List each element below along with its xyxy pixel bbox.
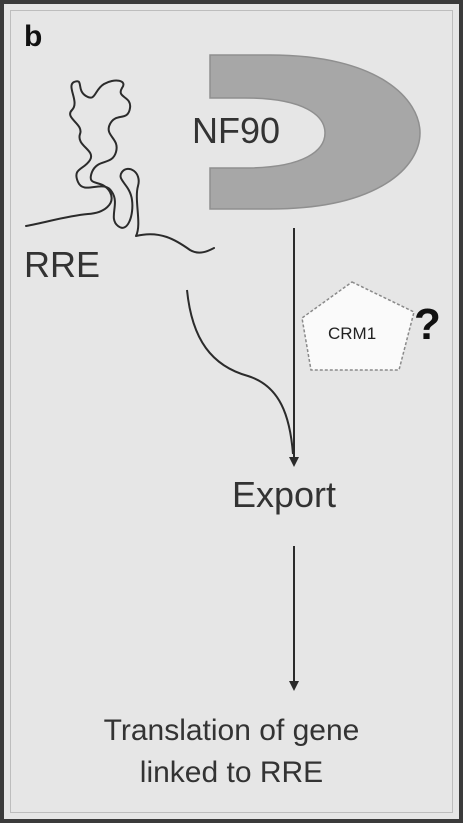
translation-outcome-label: Translation of gene linked to RRE	[0, 710, 463, 794]
export-label: Export	[232, 474, 337, 515]
crm1-pentagon	[301, 281, 415, 371]
crm1-label: CRM1	[328, 324, 377, 343]
nf90-protein-shape	[209, 54, 421, 210]
nf90-label: NF90	[192, 110, 281, 151]
question-mark: ?	[414, 300, 441, 349]
rre-rna-strand	[25, 79, 215, 254]
rre-to-export-arrow	[186, 289, 294, 455]
panel-letter: b	[24, 20, 43, 53]
rre-label: RRE	[24, 244, 101, 285]
outcome-line-2: linked to RRE	[139, 756, 324, 789]
outcome-line-1: Translation of gene	[103, 714, 360, 747]
